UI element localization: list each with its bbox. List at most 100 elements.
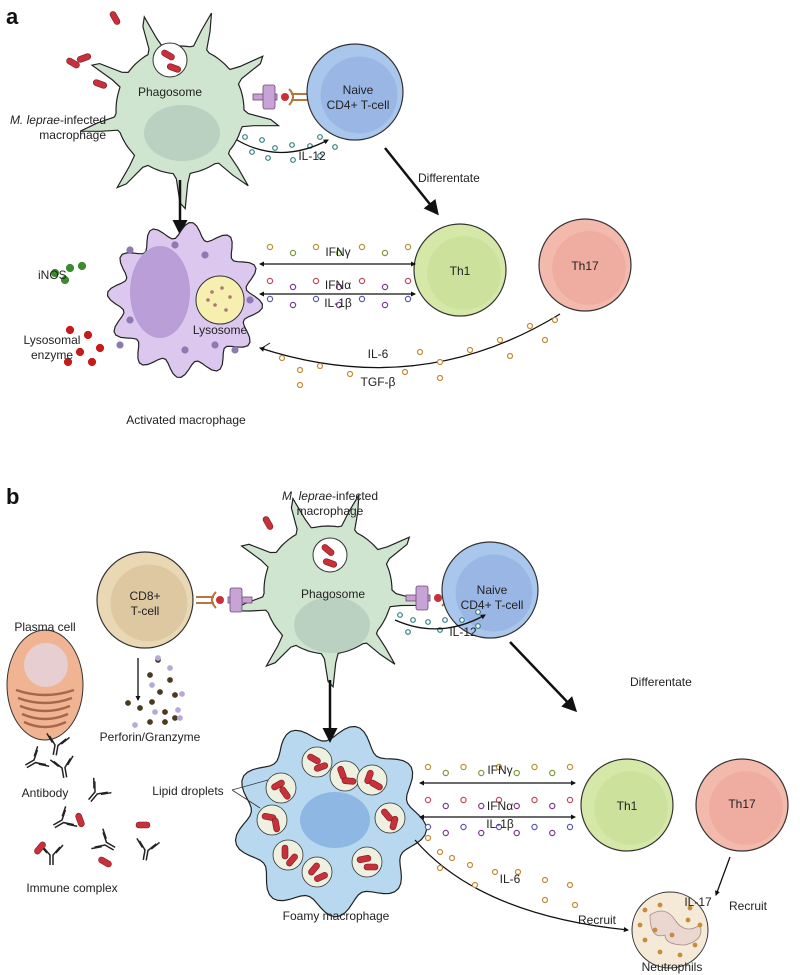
il1b-dot: [495, 823, 503, 831]
lysosome-label: Lysosome: [193, 323, 248, 337]
il1b-dot: [312, 295, 320, 303]
vesicle: [246, 296, 254, 304]
neutrophil-granule: [637, 922, 643, 928]
ifna-dot: [442, 802, 449, 810]
neutrophil-granule: [657, 949, 663, 955]
lipid-droplet: [351, 846, 383, 878]
ifng-dot: [495, 763, 503, 771]
il6-dot: [541, 336, 549, 344]
il1b-dot: [513, 829, 520, 837]
vesicle: [116, 341, 124, 349]
il6-dot: [401, 368, 409, 376]
il6-dot: [466, 861, 474, 869]
perforin-dot: [137, 705, 143, 711]
ifna-dot: [478, 802, 485, 810]
naive-cd4-cell-a-inner: [320, 56, 398, 134]
il12-dot: [475, 623, 481, 629]
neutrophils-label: Neutrophils: [642, 960, 703, 974]
il1b-dot: [358, 295, 366, 303]
il12-dot: [272, 145, 278, 151]
receptor-cd4-b-antigen: [434, 594, 442, 602]
ifng-dot: [335, 249, 343, 257]
differentiate-arrow-b: [509, 641, 578, 713]
ifna-dot: [460, 796, 467, 804]
cd8-label-line2: T-cell: [131, 604, 160, 618]
differentiate-label-b: Differentate: [630, 675, 692, 689]
inos-label: iNOS: [38, 268, 67, 282]
ifng-dot: [442, 769, 449, 777]
infected-macrophage-b: [229, 494, 427, 689]
vesicle: [181, 346, 189, 354]
th1-cell-a-inner: [427, 236, 501, 310]
bacterium: [322, 558, 338, 568]
il17-label: IL-17: [684, 895, 712, 909]
neutrophil-nucleus: [649, 910, 702, 946]
il12-label-b: IL-12: [449, 625, 477, 639]
bacterium: [307, 753, 321, 765]
ifna-dot: [312, 277, 320, 285]
il12-dot: [289, 142, 295, 148]
granzyme-dot: [175, 707, 181, 713]
vesicle: [126, 246, 134, 254]
antibody-icon: [91, 828, 116, 851]
il12-dot: [397, 612, 403, 618]
endoplasmic-reticulum: [17, 696, 73, 705]
il1b-dot: [549, 829, 556, 837]
ifng-dot: [424, 763, 432, 771]
antibody-icon: [136, 838, 161, 861]
endoplasmic-reticulum: [21, 712, 69, 721]
perforin-granzyme-label: Perforin/Granzyme: [100, 730, 201, 744]
naive-cd4-label-b: Naive: [477, 583, 508, 597]
th17-cell-b-inner: [709, 771, 783, 845]
lysosomal-enzyme-label-line2: enzyme: [31, 348, 73, 362]
perforin-dot: [157, 689, 163, 695]
arrow-tail: [261, 342, 271, 349]
granzyme-dot: [152, 709, 158, 715]
bacterium: [34, 841, 46, 855]
il6-dot: [436, 374, 444, 382]
bacterium: [389, 815, 399, 831]
inos-dot: [60, 275, 70, 285]
receptor-cd8-antigen: [216, 596, 224, 604]
vesicle: [211, 341, 219, 349]
perforin-dot: [162, 719, 168, 725]
il1b-label-b: IL-1β: [486, 817, 514, 831]
vesicle: [201, 251, 209, 259]
infected-macrophage-label-b: M. leprae-infected: [282, 489, 378, 503]
il1b-dot: [460, 823, 467, 831]
il1b-dot: [404, 295, 412, 303]
ifng-dot: [566, 763, 574, 771]
antibody-icon: [87, 777, 112, 803]
neutrophil-granule: [687, 905, 693, 911]
il6-dot: [514, 868, 522, 876]
ifna-dot: [513, 802, 520, 810]
il6-dot: [436, 848, 444, 856]
naive-cd4-label-a: Naive: [343, 83, 374, 97]
neutrophil-granule: [677, 952, 683, 958]
vesicle: [171, 241, 179, 249]
perforin-dot: [162, 709, 168, 715]
bacterium: [281, 844, 289, 860]
lipid-droplet: [301, 856, 333, 888]
activated-nucleus: [130, 246, 190, 338]
phagosome-label-b: Phagosome: [301, 587, 365, 601]
il6-dot: [471, 881, 479, 889]
infected-macrophage-label-a-line2: macrophage: [39, 128, 106, 142]
antibody-icon: [24, 746, 50, 769]
ifng-dot: [358, 243, 366, 251]
bacterium: [92, 79, 108, 89]
antibody-icon: [52, 806, 78, 829]
naive-cd4-label-b-line2: CD4+ T-cell: [461, 598, 524, 612]
lysosomal-enzyme-dot: [63, 357, 73, 367]
tgfb-label-a: TGF-β: [361, 375, 396, 389]
ifng-dot: [531, 763, 538, 771]
lysosome-content: [210, 290, 214, 294]
il6-dot: [278, 354, 286, 362]
il12-dot: [332, 144, 338, 150]
endoplasmic-reticulum: [23, 720, 67, 729]
ifna-dot: [289, 283, 297, 291]
ifng-label-b: IFNγ: [487, 763, 512, 777]
il6-dot: [416, 348, 424, 356]
il12-label-a: IL-12: [298, 149, 326, 163]
th1-cell-b-inner: [594, 771, 668, 845]
